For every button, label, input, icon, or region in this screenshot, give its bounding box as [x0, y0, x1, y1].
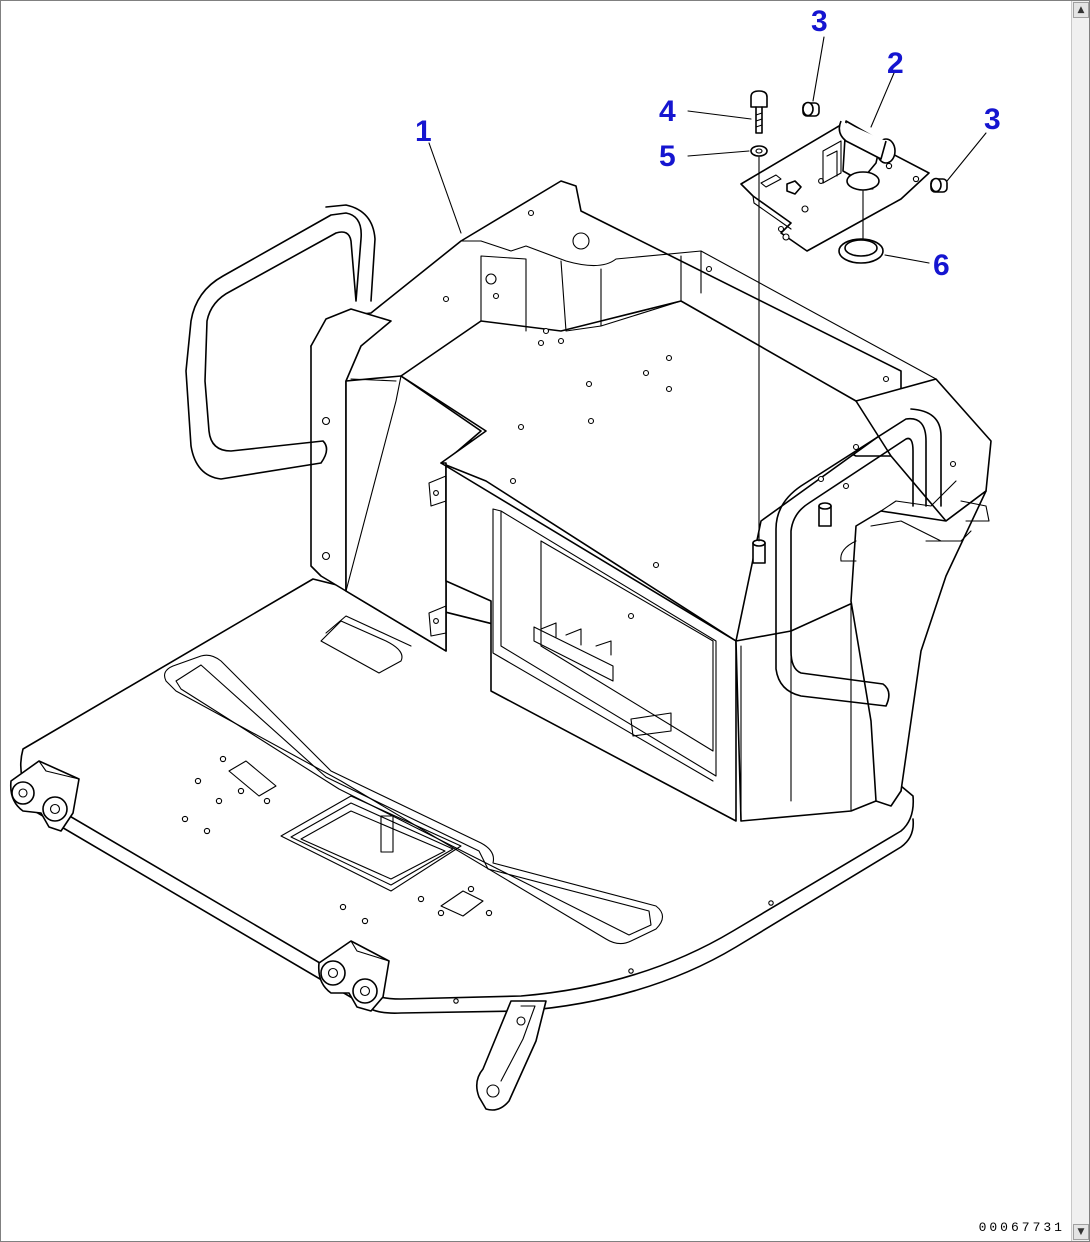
callout-part-4: 4: [659, 95, 676, 128]
lower-support-arm: [475, 1000, 547, 1111]
callout-part-2: 2: [887, 47, 904, 80]
callout-part-5: 5: [659, 140, 676, 173]
exploded-parts-diagram: 1 2 3 3 4 5 6: [9, 5, 1001, 1111]
triangle-down-icon[interactable]: ▼: [1073, 1224, 1089, 1240]
floor-holes: [181, 755, 774, 1004]
scrollbar-track[interactable]: [1072, 19, 1089, 1223]
leader-lines: [428, 36, 987, 264]
drawing-reference-code: 00067731: [978, 1220, 1065, 1235]
grab-handle-left: [185, 204, 376, 480]
callout-part-6: 6: [933, 249, 950, 282]
hinge-bracket-right: [317, 940, 390, 1012]
callout-part-3-right: 3: [984, 103, 1001, 136]
callout-labels: 1 2 3 3 4 5 6: [415, 5, 1001, 282]
frame-holes: [321, 209, 957, 620]
vertical-scrollbar[interactable]: ▲ ▼: [1071, 1, 1089, 1241]
callout-part-1: 1: [415, 115, 432, 148]
mounting-bracket-assembly: [740, 90, 948, 542]
seat-frame-structure: [310, 180, 992, 822]
grab-handle-right: [775, 408, 990, 707]
triangle-up-icon[interactable]: ▲: [1073, 2, 1089, 18]
callout-part-3-top: 3: [811, 5, 828, 38]
hinge-bracket-left: [9, 760, 80, 832]
